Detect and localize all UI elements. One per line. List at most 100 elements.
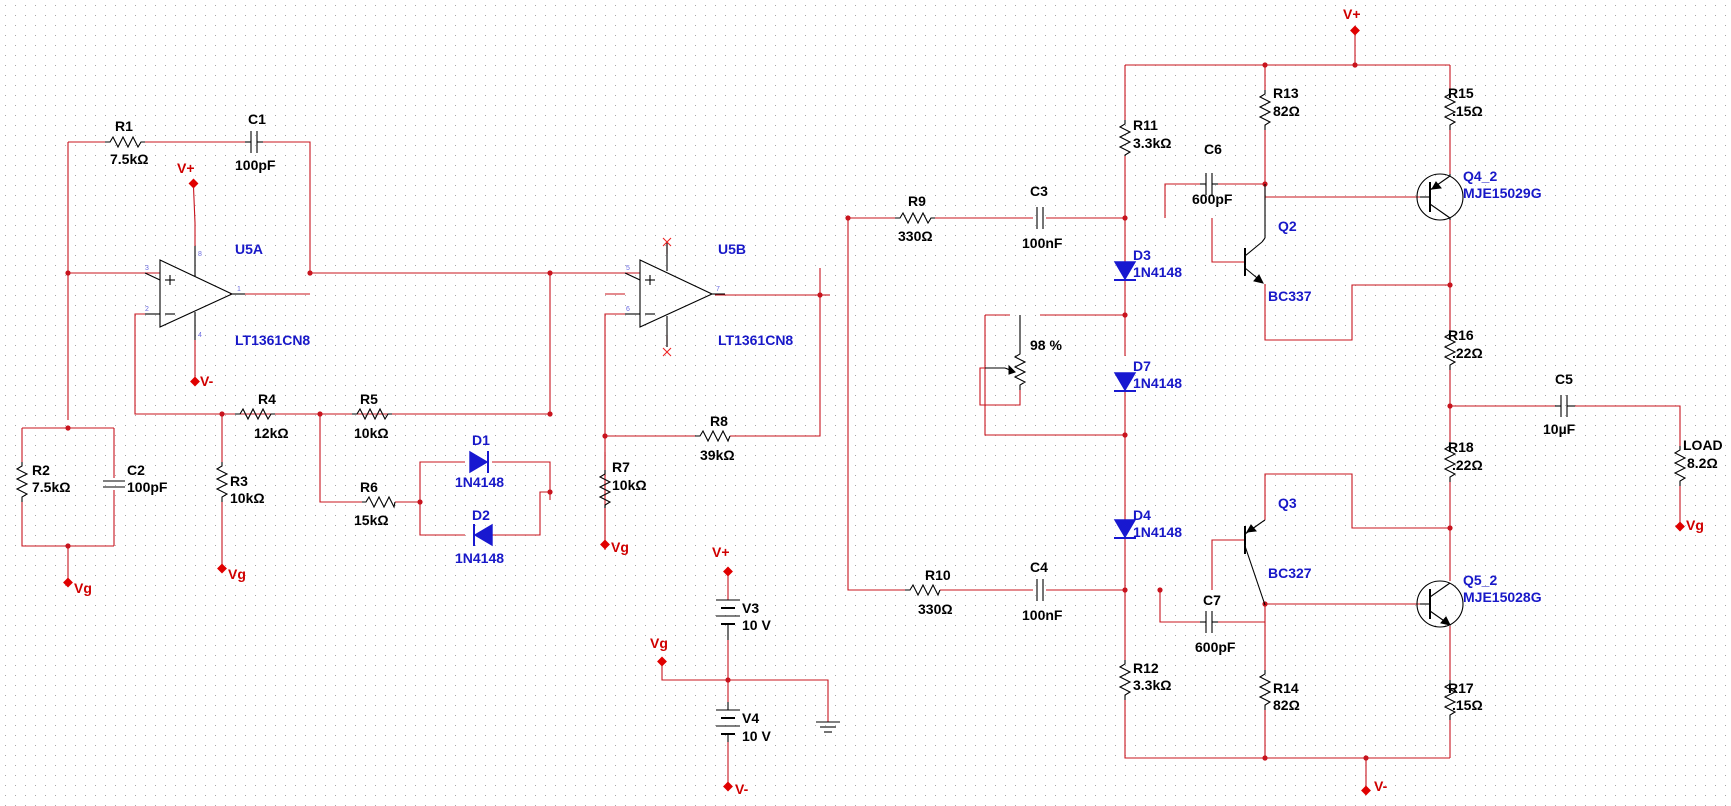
- r5-value: 10kΩ: [354, 425, 389, 441]
- opamp-u5a[interactable]: 3 2 1 8 4 U5A LT1361CN8: [144, 241, 310, 348]
- capacitor-c6[interactable]: C6 600pF: [1192, 141, 1233, 207]
- q3-part: BC327: [1268, 565, 1312, 581]
- resistor-r5[interactable]: R5 10kΩ: [352, 391, 392, 441]
- q5-part: MJE15028G: [1463, 589, 1542, 605]
- r17-value: .15Ω: [1452, 697, 1483, 713]
- q2-part: BC337: [1268, 288, 1312, 304]
- r11-ref: R11: [1133, 117, 1158, 133]
- net-vneg-output[interactable]: V-: [1361, 778, 1388, 796]
- u5b-ref: U5B: [718, 241, 746, 257]
- net-vg-1[interactable]: Vg: [63, 577, 92, 596]
- u5a-pin-vn: 4: [198, 332, 202, 339]
- d7-ref: D7: [1133, 358, 1151, 374]
- net-vg-load[interactable]: Vg: [1675, 517, 1704, 533]
- capacitor-c5[interactable]: C5 10µF: [1543, 371, 1576, 437]
- r11-value: 3.3kΩ: [1133, 135, 1171, 151]
- resistor-r18[interactable]: R18 .22Ω: [1443, 439, 1483, 482]
- r15-ref: R15: [1448, 85, 1474, 101]
- resistor-load[interactable]: LOAD 8.2Ω: [1673, 437, 1723, 486]
- r10-value: 330Ω: [918, 601, 953, 617]
- resistor-r17[interactable]: R17 .15Ω: [1443, 680, 1483, 720]
- resistor-r12[interactable]: R12 3.3kΩ: [1118, 660, 1171, 700]
- net-vg-2[interactable]: Vg: [217, 563, 246, 582]
- potentiometer[interactable]: 98 %: [979, 315, 1062, 390]
- u5b-pin-inn: 6: [626, 306, 630, 313]
- net-vneg-u5a[interactable]: V-: [190, 373, 214, 389]
- d3-ref: D3: [1133, 247, 1151, 263]
- u5a-pin-vp: 8: [198, 251, 202, 258]
- r15-value: .15Ω: [1452, 103, 1483, 119]
- transistor-q5[interactable]: Q5_2 MJE15028G: [1416, 572, 1542, 628]
- net-vpos-supply[interactable]: V+: [712, 544, 733, 577]
- resistor-r14[interactable]: R14 82Ω: [1258, 670, 1300, 713]
- net-vg-3[interactable]: Vg: [600, 539, 629, 555]
- resistor-r7[interactable]: R7 10kΩ: [598, 459, 647, 508]
- resistor-r4[interactable]: R4 12kΩ: [235, 391, 289, 441]
- r2-ref: R2: [32, 462, 50, 478]
- c3-ref: C3: [1030, 183, 1048, 199]
- r3-ref: R3: [230, 473, 248, 489]
- capacitor-c7[interactable]: C7 600pF: [1195, 592, 1236, 655]
- diode-d4[interactable]: D4 1N4148: [1113, 507, 1182, 540]
- r8-value: 39kΩ: [700, 447, 735, 463]
- r2-value: 7.5kΩ: [32, 479, 70, 495]
- net-vpos-output[interactable]: V+: [1343, 6, 1361, 36]
- net-vg-supply[interactable]: Vg: [650, 635, 668, 667]
- net-vg-label: Vg: [228, 566, 246, 582]
- d3-part: 1N4148: [1133, 264, 1182, 280]
- resistor-r3[interactable]: R3 10kΩ: [215, 462, 265, 506]
- resistor-r11[interactable]: R11 3.3kΩ: [1118, 117, 1171, 156]
- u5a-pin-inn: 2: [145, 306, 149, 313]
- net-vpos-u5a[interactable]: V+: [177, 160, 199, 224]
- net-vg-label: Vg: [74, 580, 92, 596]
- resistor-r6[interactable]: R6 15kΩ: [354, 479, 396, 528]
- r8-ref: R8: [710, 413, 728, 429]
- r12-ref: R12: [1133, 660, 1159, 676]
- transistor-q4[interactable]: Q4_2 MJE15029G: [1416, 168, 1542, 221]
- capacitor-c4[interactable]: C4 100nF: [1022, 559, 1063, 623]
- source-v3[interactable]: V3 10 V: [716, 599, 771, 640]
- diode-d7[interactable]: D7 1N4148: [1113, 358, 1182, 392]
- resistor-r16[interactable]: R16 .22Ω: [1443, 327, 1483, 370]
- c2-value: 100pF: [127, 479, 168, 495]
- c7-value: 600pF: [1195, 639, 1236, 655]
- r1-value: 7.5kΩ: [110, 151, 148, 167]
- d2-part: 1N4148: [455, 550, 504, 566]
- junctions: [65, 62, 1453, 761]
- diode-d3[interactable]: D3 1N4148: [1113, 247, 1182, 281]
- resistor-r9[interactable]: R9 330Ω: [895, 193, 935, 244]
- transistor-q3[interactable]: Q3 BC327: [1244, 495, 1312, 606]
- pot-setting: 98 %: [1030, 337, 1062, 353]
- u5b-pin-inp: 5: [626, 265, 630, 272]
- r13-value: 82Ω: [1273, 103, 1300, 119]
- resistor-r10[interactable]: R10 330Ω: [905, 567, 953, 617]
- diode-d1[interactable]: D1 1N4148: [455, 432, 504, 490]
- transistor-q2[interactable]: Q2 BC337: [1244, 184, 1312, 304]
- r13-ref: R13: [1273, 85, 1299, 101]
- r9-value: 330Ω: [898, 228, 933, 244]
- v4-value: 10 V: [742, 728, 771, 744]
- q2-ref: Q2: [1278, 218, 1297, 234]
- c1-value: 100pF: [235, 157, 276, 173]
- resistor-r13[interactable]: R13 82Ω: [1258, 85, 1300, 130]
- resistor-r8[interactable]: R8 39kΩ: [695, 413, 735, 463]
- net-vpos-label: V+: [712, 544, 730, 560]
- resistor-r15[interactable]: R15 .15Ω: [1443, 85, 1483, 130]
- resistor-r2[interactable]: R2 7.5kΩ: [15, 462, 70, 502]
- opamp-u5b[interactable]: 5 6 7 U5B LT1361CN8: [624, 237, 793, 357]
- r17-ref: R17: [1448, 680, 1474, 696]
- r12-value: 3.3kΩ: [1133, 677, 1171, 693]
- resistor-r1[interactable]: R1 7.5kΩ: [105, 118, 148, 167]
- diode-d2[interactable]: D2 1N4148: [455, 507, 504, 566]
- q4-part: MJE15029G: [1463, 185, 1542, 201]
- c4-value: 100nF: [1022, 607, 1063, 623]
- d2-ref: D2: [472, 507, 490, 523]
- capacitor-c1[interactable]: C1 100pF: [235, 111, 276, 173]
- capacitor-c2[interactable]: C2 100pF: [103, 462, 168, 495]
- net-vneg-supply[interactable]: V-: [723, 781, 749, 797]
- source-v4[interactable]: V4 10 V: [716, 702, 771, 744]
- capacitor-c3[interactable]: C3 100nF: [1022, 183, 1063, 251]
- c5-ref: C5: [1555, 371, 1573, 387]
